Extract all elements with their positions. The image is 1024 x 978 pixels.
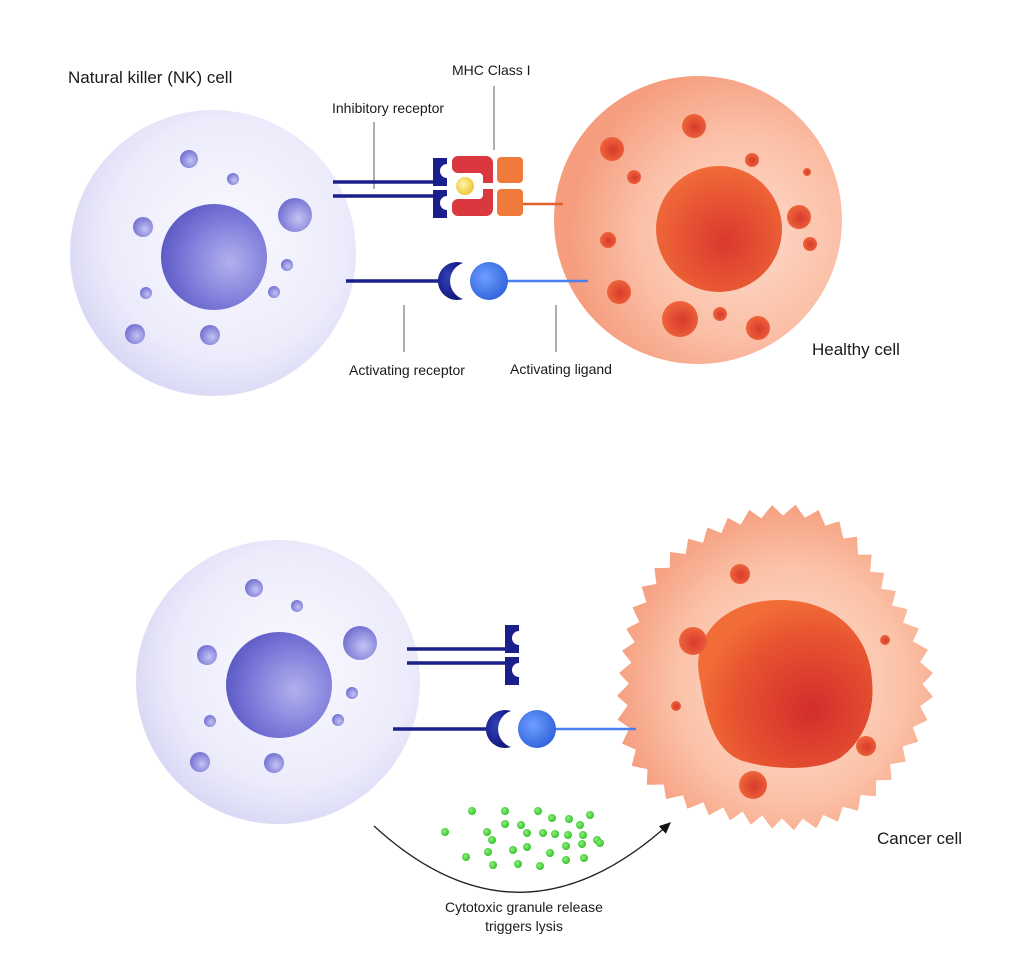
granule-dot (517, 821, 525, 829)
inhibitory-receptor-label: Inhibitory receptor (332, 100, 444, 116)
nk-cell-top (70, 110, 356, 396)
activating-receptor-top (437, 262, 463, 300)
nk-granules (125, 150, 312, 345)
granule-dot (462, 853, 470, 861)
activating-ligand-top (470, 262, 508, 300)
granule-dot (562, 842, 570, 850)
granule-dot (523, 829, 531, 837)
mhc-class-i (452, 156, 563, 216)
granule-dot (501, 807, 509, 815)
activating-receptor-bottom (485, 710, 511, 748)
cancer-nucleus (698, 600, 873, 768)
inhibitory-receptor-top (333, 158, 447, 218)
healthy-nucleus (656, 166, 782, 292)
granule-release-arrow (373, 822, 671, 893)
peptide-antigen (456, 177, 474, 195)
granule-dot (483, 828, 491, 836)
cancer-granules (671, 564, 890, 799)
granule-dot (441, 828, 449, 836)
healthy-cell (554, 76, 842, 364)
nk-nucleus (226, 632, 332, 738)
granule-dot (564, 831, 572, 839)
cancer-cell (617, 504, 933, 831)
granule-caption-line2: triggers lysis (485, 918, 563, 934)
granule-dot (579, 831, 587, 839)
granule-dot (576, 821, 584, 829)
nk-cell-bottom (136, 540, 420, 824)
inhibitory-receptor-cap-upper (505, 625, 519, 653)
granule-dot (580, 854, 588, 862)
granule-dot (551, 830, 559, 838)
inhibitory-receptor-cap-lower (505, 657, 519, 685)
granule-dot (514, 860, 522, 868)
activating-receptor-label: Activating receptor (349, 362, 465, 378)
granule-dot (484, 848, 492, 856)
granule-dot (509, 846, 517, 854)
inhibitory-receptor-bottom (407, 625, 519, 685)
nk-cell-label: Natural killer (NK) cell (68, 68, 232, 87)
activating-pair-top (346, 262, 588, 300)
cytotoxic-granules (441, 807, 604, 870)
granule-dot (536, 862, 544, 870)
granule-dot (596, 839, 604, 847)
nk-nucleus (161, 204, 267, 310)
granule-dot (586, 811, 594, 819)
granule-dot (523, 843, 531, 851)
granule-dot (488, 836, 496, 844)
granule-dot (539, 829, 547, 837)
inhibitory-receptor-cap-lower (433, 190, 447, 218)
granule-dot (489, 861, 497, 869)
mhc-class-i-label: MHC Class I (452, 62, 531, 78)
granule-dot (565, 815, 573, 823)
activating-ligand-label: Activating ligand (510, 361, 612, 377)
granule-dot (548, 814, 556, 822)
cancer-cell-label: Cancer cell (877, 829, 962, 848)
granule-dot (501, 820, 509, 828)
nk-granules (190, 579, 377, 773)
granule-dot (562, 856, 570, 864)
granule-dot (546, 849, 554, 857)
granule-dot (534, 807, 542, 815)
granule-dot (578, 840, 586, 848)
activating-ligand-bottom (518, 710, 556, 748)
inhibitory-receptor-cap-upper (433, 158, 447, 186)
granule-dot (468, 807, 476, 815)
healthy-granules (600, 114, 817, 340)
activating-pair-bottom (393, 710, 636, 748)
granule-caption-line1: Cytotoxic granule release (445, 899, 603, 915)
healthy-cell-label: Healthy cell (812, 340, 900, 359)
